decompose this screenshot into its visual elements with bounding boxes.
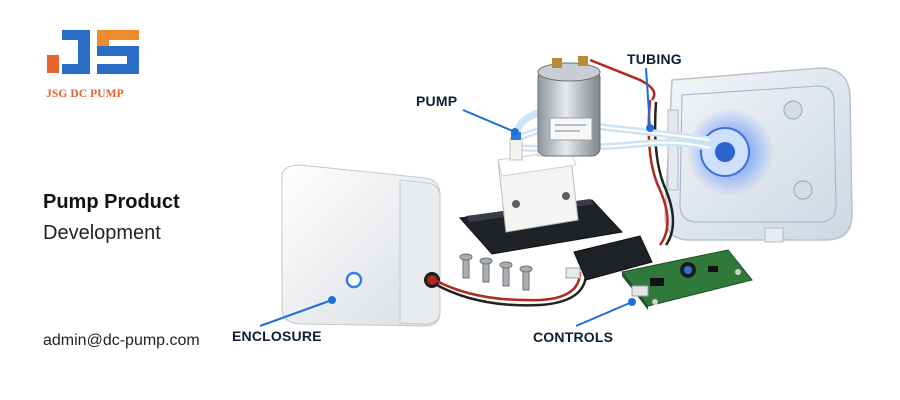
dc-motor [537, 56, 656, 157]
brand-logo-icon [47, 30, 139, 74]
controls-board [621, 249, 753, 310]
contact-email[interactable]: admin@dc-pump.com [43, 332, 200, 349]
callout-tubing: TUBING [627, 51, 682, 67]
brand-caption: JSG DC PUMP [46, 88, 124, 100]
callout-pump: PUMP [416, 93, 458, 109]
callout-enclosure: ENCLOSURE [232, 328, 322, 344]
pump-product-illustration [259, 56, 853, 327]
page-subtitle: Development [43, 222, 161, 244]
screws [459, 253, 533, 291]
page-title: Pump Product [43, 191, 180, 213]
callout-lines [259, 67, 654, 327]
enclosure [281, 164, 441, 327]
transparent-housing [664, 67, 853, 243]
connector-block [565, 235, 653, 281]
callout-controls: CONTROLS [533, 329, 614, 345]
